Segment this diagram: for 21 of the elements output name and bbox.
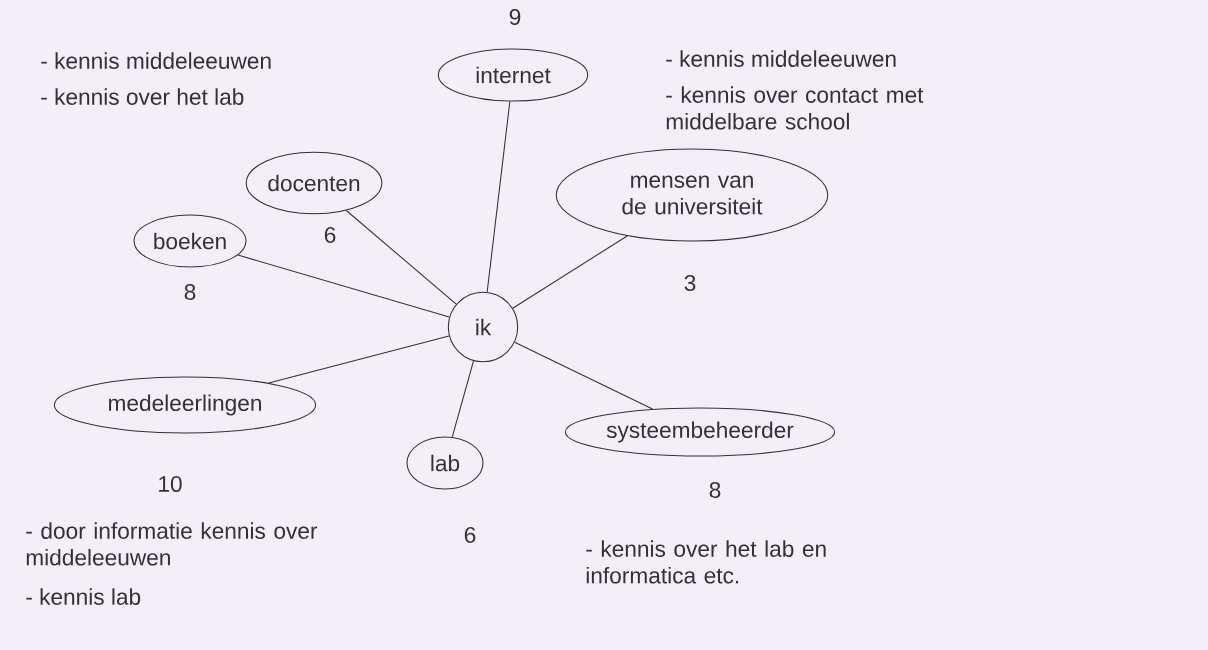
note-text: - kennis middeleeuwen bbox=[666, 50, 896, 67]
connector-line bbox=[268, 335, 450, 384]
note-text: - kennis over het lab bbox=[41, 88, 244, 105]
connector-line bbox=[451, 360, 475, 438]
connector-line bbox=[237, 254, 450, 318]
note-text: - door informatie kennis over middeleeuwen bbox=[26, 522, 318, 566]
note-text: - kennis lab bbox=[26, 588, 141, 605]
note-text: - kennis middeleeuwen bbox=[41, 52, 271, 69]
rating-number: 10 bbox=[159, 475, 182, 493]
note-text: - kennis over contact met middelbare school bbox=[666, 86, 924, 130]
rating-number: 3 bbox=[684, 274, 696, 292]
connector-line bbox=[345, 209, 457, 305]
rating-number: 6 bbox=[464, 526, 476, 544]
rating-number: 8 bbox=[709, 481, 721, 499]
rating-number: 9 bbox=[509, 8, 521, 26]
connector-line bbox=[486, 100, 511, 293]
connector-line bbox=[512, 235, 628, 309]
rating-number: 6 bbox=[324, 226, 336, 244]
rating-number: 8 bbox=[184, 283, 196, 301]
connector-line bbox=[514, 341, 654, 410]
note-text: - kennis over het lab en informatica etc. bbox=[586, 540, 826, 584]
